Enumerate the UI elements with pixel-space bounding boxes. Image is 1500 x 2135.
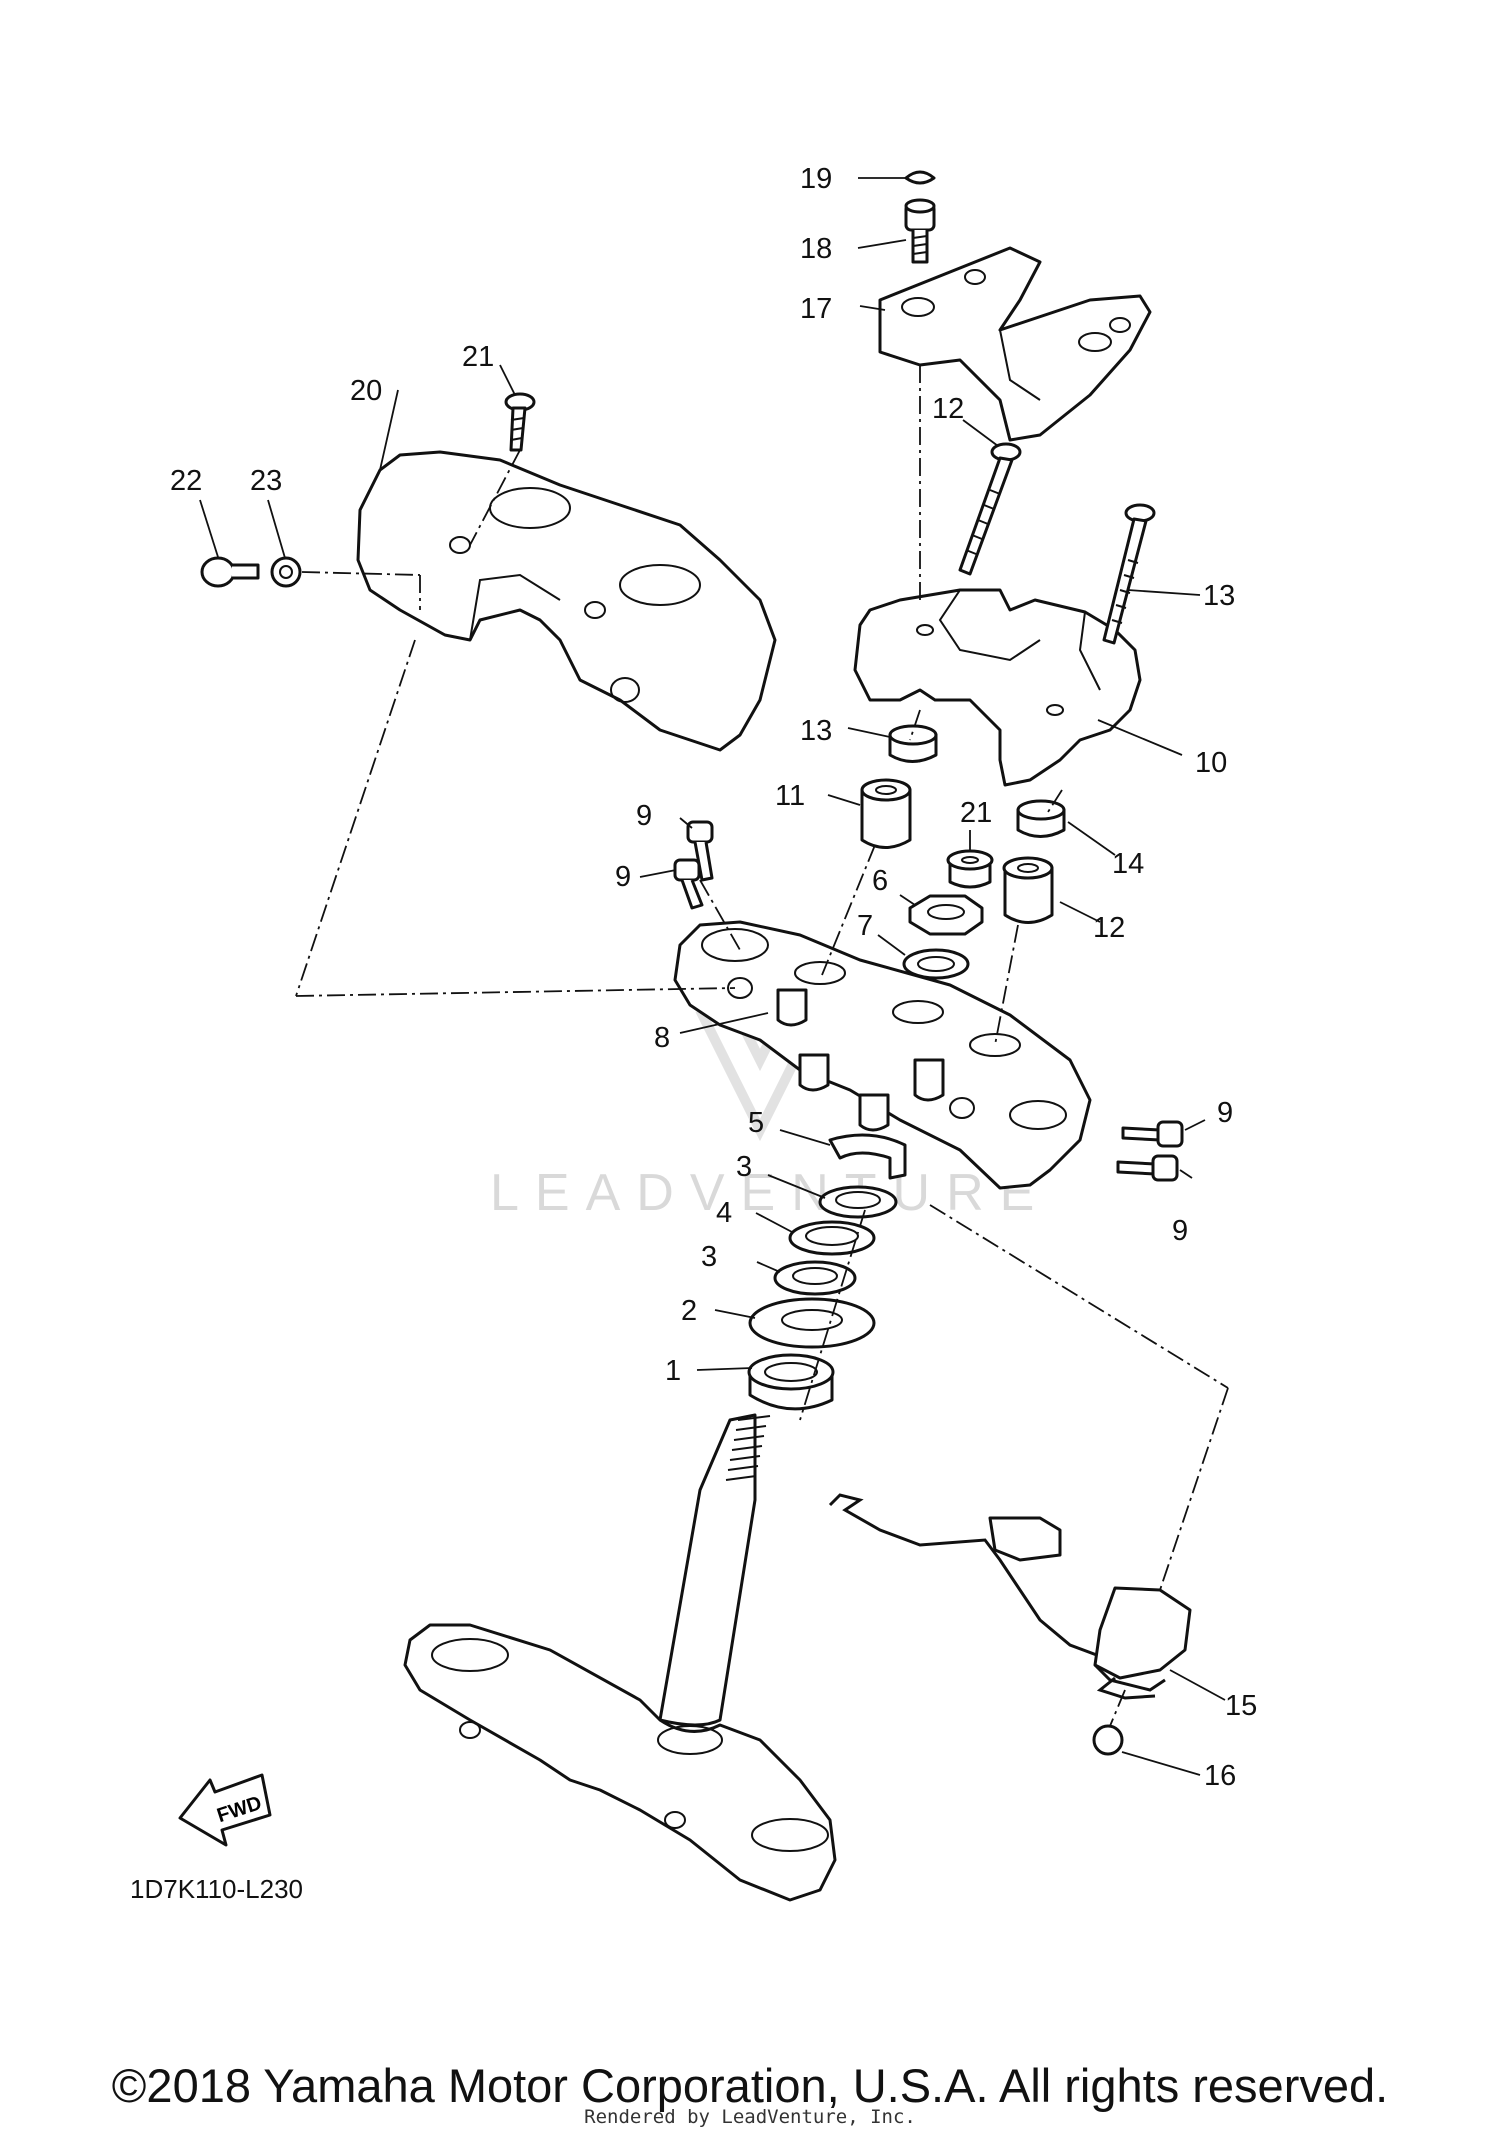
collar-10-left[interactable] xyxy=(860,778,912,849)
bolt-20[interactable] xyxy=(504,392,536,452)
callout-13-left: 13 xyxy=(800,715,832,747)
callout-12-right: 13 xyxy=(1203,580,1235,612)
lower-handlebar-holder[interactable] xyxy=(853,588,1142,787)
bolt-9-lower-right[interactable] xyxy=(1116,1154,1179,1182)
callout-6: 6 xyxy=(872,865,888,897)
rubber-washer-4[interactable] xyxy=(788,1220,876,1256)
callout-7: 7 xyxy=(857,910,873,942)
ring-nut-3-lower[interactable] xyxy=(773,1260,857,1296)
callout-9-right-lower: 9 xyxy=(1172,1215,1188,1247)
callout-23: 23 xyxy=(250,465,282,497)
callout-15: 16 xyxy=(1204,1760,1236,1792)
callout-1: 1 xyxy=(665,1355,681,1387)
upper-handlebar-holder[interactable] xyxy=(878,246,1152,442)
assembly-dash-lines xyxy=(295,365,1229,1727)
forward-direction-arrow: FWD xyxy=(178,1773,272,1847)
washer-7[interactable] xyxy=(902,948,970,980)
under-bracket-steering-stem[interactable] xyxy=(403,1413,837,1902)
callout-5: 5 xyxy=(748,1107,764,1139)
callout-13-right: 14 xyxy=(1112,848,1144,880)
callout-16: 17 xyxy=(800,293,832,325)
cable-guide-14[interactable] xyxy=(828,1493,1192,1700)
callout-3-upper: 3 xyxy=(736,1151,752,1183)
steering-stem-nut-6[interactable] xyxy=(908,894,984,936)
watermark: LEADVENTURE xyxy=(490,1164,1050,1222)
handle-crown[interactable] xyxy=(673,920,1092,1190)
callout-11: 10 xyxy=(1195,747,1227,779)
callout-9-top: 9 xyxy=(636,800,652,832)
callout-2: 2 xyxy=(681,1295,697,1327)
lock-washer-5[interactable] xyxy=(828,1133,907,1180)
callout-3-lower: 3 xyxy=(701,1241,717,1273)
bolt-9-lower-left[interactable] xyxy=(673,858,704,910)
damper-13-left[interactable] xyxy=(888,724,938,763)
rendered-by-notice: Rendered by LeadVenture, Inc. xyxy=(584,2106,916,2128)
bolt-9-upper-left[interactable] xyxy=(686,820,714,882)
cap-18[interactable] xyxy=(904,170,936,185)
damper-13-right[interactable] xyxy=(1016,799,1066,838)
callout-4: 4 xyxy=(716,1197,732,1229)
callout-12-upper: 12 xyxy=(932,393,964,425)
handle-crown-cover[interactable] xyxy=(356,450,777,752)
bolt-12-right[interactable] xyxy=(1102,503,1156,645)
callout-19: 20 xyxy=(350,375,382,407)
callout-21-label: 21 xyxy=(960,797,992,829)
callout-10-right: 12 xyxy=(1093,912,1125,944)
collar-21[interactable] xyxy=(946,849,994,889)
callout-20: 21 xyxy=(462,341,494,373)
callout-10-left: 11 xyxy=(775,780,805,812)
collar-10-right[interactable] xyxy=(1002,856,1054,924)
bolt-9-upper-right[interactable] xyxy=(1121,1120,1184,1148)
bearing-1[interactable] xyxy=(747,1353,835,1411)
callout-9-right-upper: 9 xyxy=(1217,1097,1233,1129)
callout-9-second: 9 xyxy=(615,861,631,893)
callout-22: 22 xyxy=(170,465,202,497)
callout-17: 18 xyxy=(800,233,832,265)
hex-socket-bolt-17[interactable] xyxy=(904,198,936,264)
leader-lines xyxy=(199,177,1226,1776)
ring-nut-3-upper[interactable] xyxy=(818,1185,898,1219)
washer-23[interactable] xyxy=(270,556,302,588)
cap-nut-15[interactable] xyxy=(1092,1724,1124,1756)
callout-8: 8 xyxy=(654,1022,670,1054)
bolt-12-left[interactable] xyxy=(958,442,1022,576)
callout-labels: 19 18 17 21 20 12 22 23 13 10 13 11 23 2… xyxy=(170,163,1257,1792)
bearing-cover-2[interactable] xyxy=(748,1297,876,1349)
callout-18: 19 xyxy=(800,163,832,195)
diagram-code: 1D7K110-L230 xyxy=(130,1874,303,1904)
bolt-22[interactable] xyxy=(200,556,260,588)
callout-14: 15 xyxy=(1225,1690,1257,1722)
copyright-notice: ©2018 Yamaha Motor Corporation, U.S.A. A… xyxy=(111,2059,1389,2112)
